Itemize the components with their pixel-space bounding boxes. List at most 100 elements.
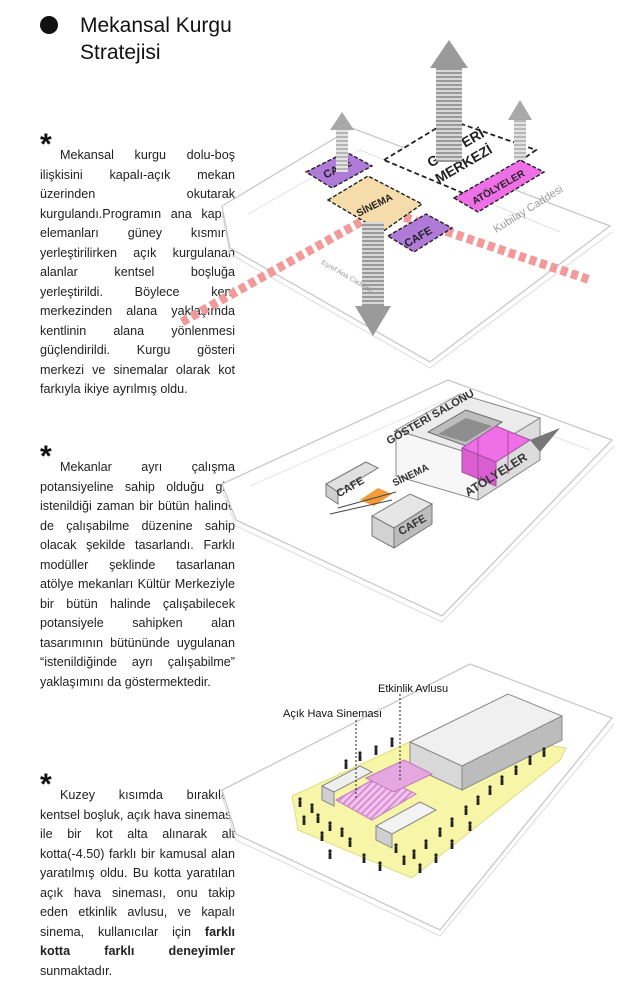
person-body-20 [542,750,546,757]
paragraph-3-text: Kuzey kısımda bırakılan kentsel boşluk, … [40,788,235,939]
person-body-1 [310,806,314,813]
site-inner-line [247,149,561,233]
paragraph-3-end: sunmaktadır. [40,963,113,978]
site-inner-line-2 [249,397,591,487]
arrow-up-small-left [330,112,354,172]
person-body-22 [434,856,438,863]
asterisk-bullet-2: * [40,440,52,473]
person-head-16 [488,785,492,789]
person-body-30 [378,864,382,871]
diagram-3: Etkinlik Avlusu Açık Hava Sineması [221,663,615,937]
arrow-up-small-right [508,100,532,160]
person-body-16 [488,788,492,795]
person-body-28 [328,852,332,859]
person-body-14 [464,808,468,815]
person-head-15 [476,795,480,799]
person-head-24 [344,759,348,763]
person-head-21 [450,839,454,843]
person-head-6 [320,831,324,835]
paragraph-1: Mekansal kurgu dolu-boş ilişkisini kapal… [40,148,235,396]
person-head-30 [378,861,382,865]
site-plot-2-edge [221,445,615,623]
person-body-21 [450,842,454,849]
label-etkinlik-avlusu: Etkinlik Avlusu [378,683,448,695]
diagram-1: CAFE SİNEMA GÖSTERİ MERKEZİ ATÖLYELER CA… [179,40,613,369]
title-bullet-icon [40,16,58,34]
page-title-line2: Stratejisi [80,41,161,64]
person-body-27 [390,740,394,747]
person-head-25 [358,751,362,755]
event-courtyard [364,759,434,793]
person-head-8 [394,843,398,847]
person-head-17 [500,775,504,779]
person-body-9 [402,858,406,865]
person-head-27 [390,737,394,741]
person-head-3 [328,821,332,825]
person-head-14 [464,805,468,809]
person-body-17 [500,778,504,785]
person-body-19 [528,758,532,765]
person-head-18 [514,765,518,769]
person-body-8 [394,846,398,853]
person-head-1 [310,803,314,807]
page-title-line1: Mekansal Kurgu [80,14,232,37]
site-plot-1-edge [221,211,613,369]
person-body-11 [424,842,428,849]
paragraph-3-bold: farklı kotta farklı deneyimler [40,924,235,959]
axis-esref [179,196,403,326]
person-head-0 [298,797,302,801]
person-body-26 [374,748,378,755]
person-head-9 [402,855,406,859]
site-plot-3-edge [221,723,615,937]
person-body-3 [328,824,332,831]
person-body-6 [320,834,324,841]
page-title: Mekansal Kurgu Stratejisi [80,12,280,66]
label-acik-hava-sinemasi: Açık Hava Sineması [283,708,382,720]
person-head-20 [542,747,546,751]
person-head-28 [328,849,332,853]
person-head-13 [450,817,454,821]
person-body-12 [438,830,442,837]
person-head-5 [302,815,306,819]
atolye-wing [530,428,560,452]
person-body-4 [340,830,344,837]
person-body-2 [316,816,320,823]
atolyeler-block [452,159,546,213]
gosteri-salonu-stage [438,418,492,442]
person-body-13 [450,820,454,827]
person-body-29 [362,856,366,863]
person-head-26 [374,745,378,749]
cafe-block-bottom [386,213,454,253]
person-head-10 [412,849,416,853]
people-silhouettes [298,737,546,873]
cafe-left-front [325,483,339,505]
person-body-5 [302,818,306,825]
person-body-15 [476,798,480,805]
person-body-18 [514,768,518,775]
person-head-31 [468,821,472,825]
person-head-7 [348,837,352,841]
sinema-block [326,175,424,233]
person-body-10 [412,852,416,859]
person-head-19 [528,755,532,759]
arrow-down-sinema [355,222,391,336]
building-side-large [461,715,563,791]
person-head-12 [438,827,442,831]
person-body-7 [348,840,352,847]
diagram-2: GÖSTERİ SALONU ATÖLYELER CAFE SİNEMA CAF… [221,379,615,623]
arrow-up-large [430,40,468,162]
person-head-23 [418,863,422,867]
person-body-31 [468,824,472,831]
person-body-24 [344,762,348,769]
person-head-2 [316,813,320,817]
person-head-29 [362,853,366,857]
paragraph-2: Mekanlar ayrı çalışma potansiyeline sahi… [40,460,235,689]
person-head-22 [434,853,438,857]
asterisk-bullet-1: * [40,128,52,161]
paragraph-3: Kuzey kısımda bırakılan kentsel boşluk, … [40,786,235,981]
person-body-25 [358,754,362,761]
person-body-23 [418,866,422,873]
person-head-4 [340,827,344,831]
cafe-bottom-side [393,503,433,549]
